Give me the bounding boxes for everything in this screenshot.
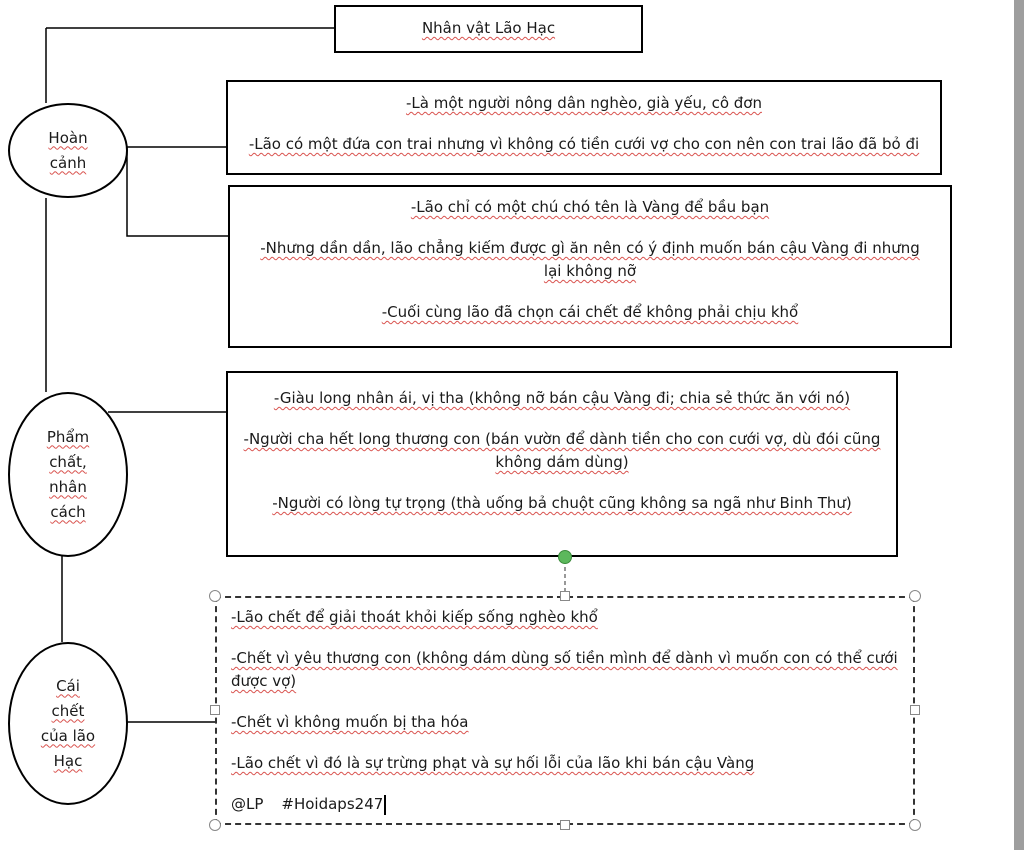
node-hoan-canh-label: Hoàn cảnh (48, 128, 88, 172)
text-cursor (384, 794, 387, 815)
title-box[interactable]: Nhân vật Lão Hạc (334, 5, 643, 53)
box4-line-3: -Chết vì không muốn bị tha hóa (231, 713, 469, 731)
resize-handle-right[interactable] (910, 705, 920, 715)
node-hoan-canh[interactable]: Hoàn cảnh (8, 103, 128, 198)
box1-line-2: -Lão có một đứa con trai nhưng vì không … (248, 135, 920, 153)
title-text: Nhân vật Lão Hạc (421, 19, 556, 37)
resize-handle-top-left[interactable] (209, 590, 221, 602)
box2-line-3: -Cuối cùng lão đã chọn cái chết để không… (381, 303, 799, 321)
box-hoan-canh-2[interactable]: -Lão chỉ có một chú chó tên là Vàng để b… (228, 185, 952, 348)
resize-handle-bottom-right[interactable] (909, 819, 921, 831)
credit-hashtag: #Hoidaps247 (281, 795, 384, 813)
resize-handle-bottom-left[interactable] (209, 819, 221, 831)
credit-line: @LP #Hoidaps247 (231, 793, 899, 816)
resize-handle-bottom[interactable] (560, 820, 570, 830)
box1-line-1: -Là một người nông dân nghèo, già yếu, c… (406, 94, 762, 112)
box2-line-1: -Lão chỉ có một chú chó tên là Vàng để b… (410, 198, 770, 216)
node-pham-chat-label: Phẩm chất, nhân cách (46, 427, 90, 521)
box-hoan-canh-1[interactable]: -Là một người nông dân nghèo, già yếu, c… (226, 80, 942, 175)
node-cai-chet[interactable]: Cái chết của lão Hạc (8, 642, 128, 805)
box4-line-4: -Lão chết vì đó là sự trừng phạt và sự h… (231, 754, 755, 772)
credit-author: @LP (231, 795, 264, 813)
resize-handle-left[interactable] (210, 705, 220, 715)
window-gutter (1014, 0, 1024, 850)
box3-line-3: -Người có lòng tự trọng (thà uống bả chu… (272, 494, 852, 512)
box2-line-2: -Nhưng dần dần, lão chẳng kiếm được gì ă… (260, 239, 920, 280)
rotate-handle[interactable] (558, 550, 572, 564)
box4-line-1: -Lão chết để giải thoát khỏi kiếp sống n… (231, 608, 598, 626)
box3-line-2: -Người cha hết long thương con (bán vườn… (243, 430, 881, 471)
resize-handle-top-right[interactable] (909, 590, 921, 602)
box-cai-chet-selected[interactable]: -Lão chết để giải thoát khỏi kiếp sống n… (215, 596, 915, 825)
resize-handle-top[interactable] (560, 591, 570, 601)
node-cai-chet-label: Cái chết của lão Hạc (40, 676, 96, 770)
node-pham-chat[interactable]: Phẩm chất, nhân cách (8, 392, 128, 557)
box3-line-1: -Giàu long nhân ái, vị tha (không nỡ bán… (273, 389, 851, 407)
box4-line-2: -Chết vì yêu thương con (không dám dùng … (231, 649, 898, 690)
box-pham-chat[interactable]: -Giàu long nhân ái, vị tha (không nỡ bán… (226, 371, 898, 557)
